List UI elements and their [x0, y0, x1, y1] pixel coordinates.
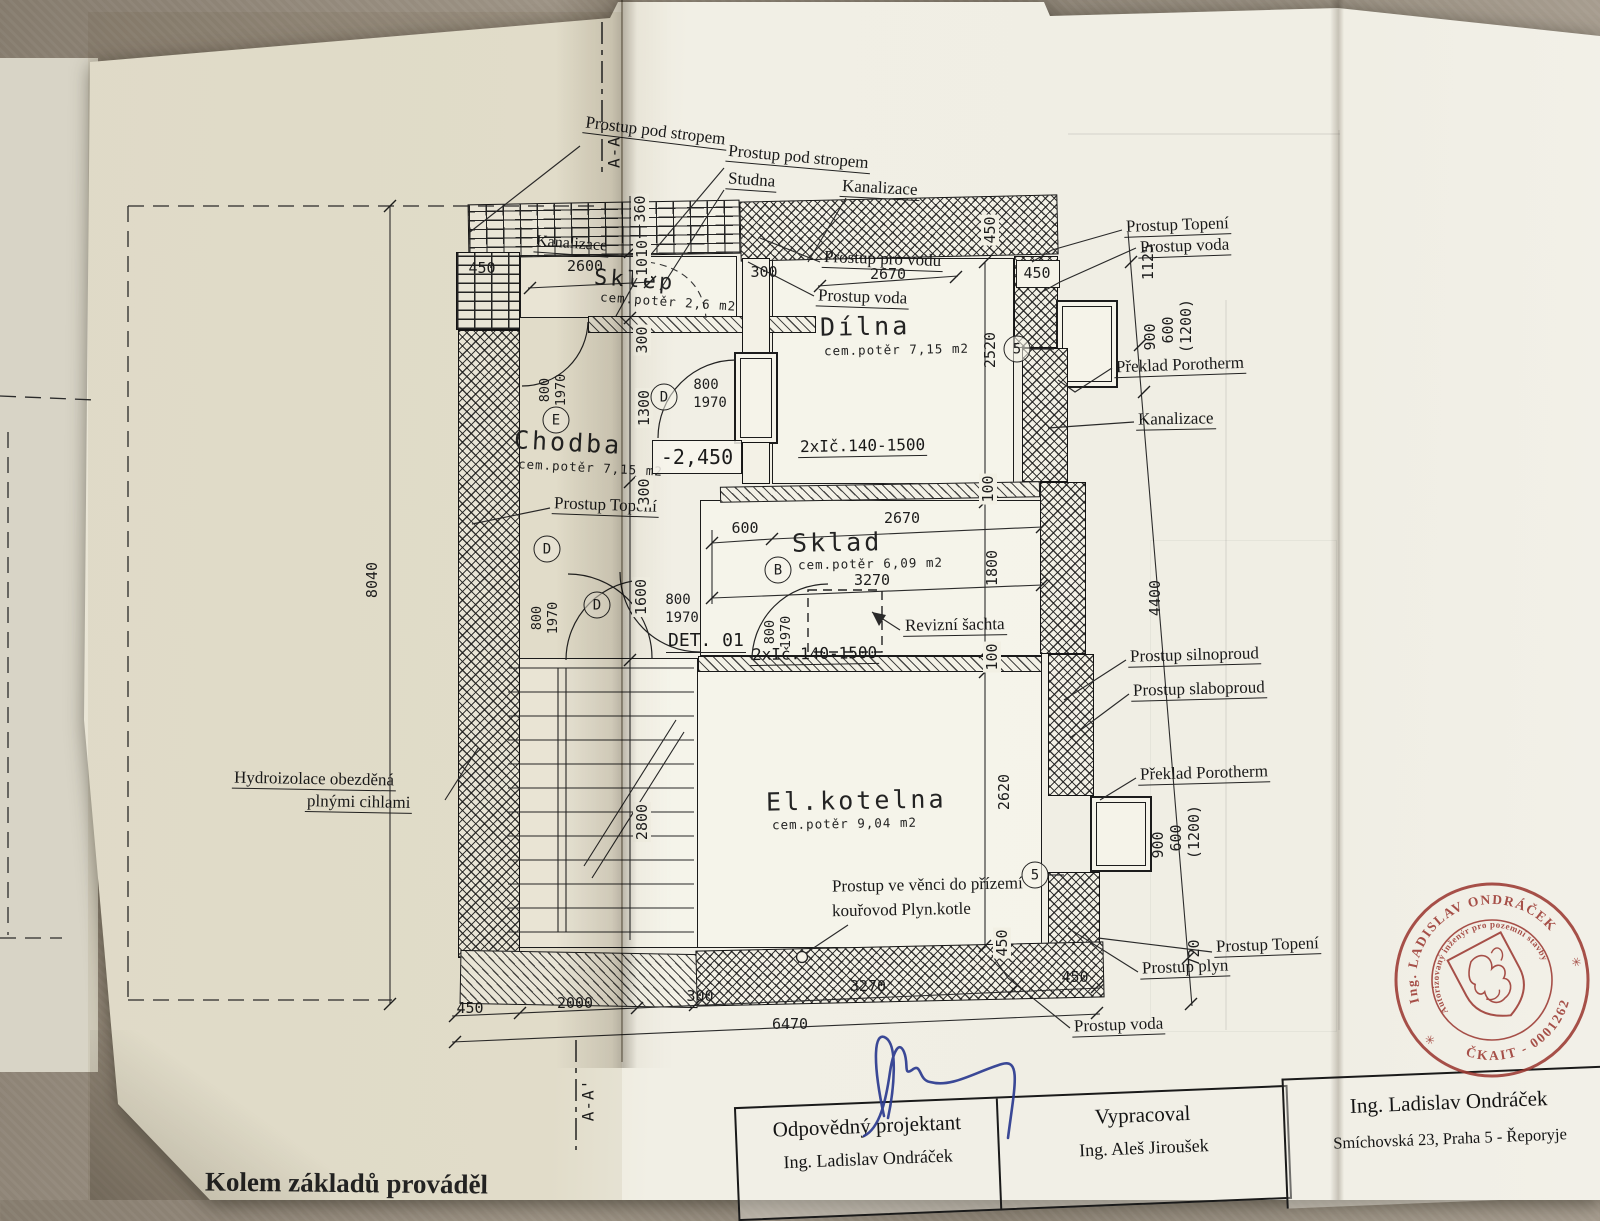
ghost-rect	[1150, 540, 1337, 1032]
wall-gap-450	[1016, 260, 1060, 288]
flue-marker	[795, 950, 809, 964]
dim-2670-sklad: 2670	[883, 509, 921, 527]
leader-arrowhead	[872, 612, 886, 626]
dim-3270-bottom: 3270	[849, 977, 887, 995]
dim-door-det-1970: 1970	[665, 610, 699, 626]
dim-door-det-800: 800	[665, 592, 691, 608]
mark-5-top: 5	[1003, 335, 1031, 363]
door-mark-b: B	[764, 556, 792, 584]
dim-2670-top: 2670	[869, 265, 907, 283]
level-marker: -2,450	[652, 440, 742, 474]
stamp-lion-emblem	[1446, 931, 1525, 1017]
ghost-line	[1338, 130, 1340, 1030]
ckait-stamp: Ing. LADISLAV ONDRÁČEK ČKAIT - 0001262 A…	[1374, 862, 1590, 1082]
stamp-star-right: ✳	[1569, 954, 1584, 971]
partition-sklad-kotelna	[698, 656, 1042, 672]
dim-450-bottom-r: 450	[1061, 968, 1089, 986]
wall-dilna-west-b	[742, 442, 770, 484]
dim-door-d1-1970: 1970	[693, 395, 727, 411]
door-frame-dilna	[734, 352, 778, 444]
ghost-line	[1068, 133, 1340, 135]
dim-300-bottom: 300	[686, 987, 714, 1005]
dim-door-d1-800: 800	[693, 377, 719, 393]
mark-5-bottom: 5	[1021, 861, 1049, 889]
door-mark-d1: D	[650, 383, 678, 411]
ghost-line	[1225, 300, 1227, 1030]
label-detail: DET. 01	[666, 630, 746, 653]
dim-450-corner: 450	[1023, 264, 1051, 282]
dim-600-sklad: 600	[731, 519, 759, 537]
wall-right-4	[1048, 654, 1094, 796]
stamp-star-left: ✳	[1422, 1032, 1437, 1049]
dim-300-top: 300	[750, 263, 778, 281]
bottom-note: Kolem základů prováděl	[204, 1166, 489, 1200]
wall-right-2	[1022, 348, 1068, 482]
dim-6470: 6470	[771, 1015, 809, 1033]
dim-3270-sklad: 3270	[853, 571, 891, 589]
window-recess-2	[1090, 796, 1152, 872]
wall-right-3	[1040, 482, 1086, 654]
revizni-sachta-box	[807, 589, 883, 653]
under-sheet	[0, 58, 98, 1072]
